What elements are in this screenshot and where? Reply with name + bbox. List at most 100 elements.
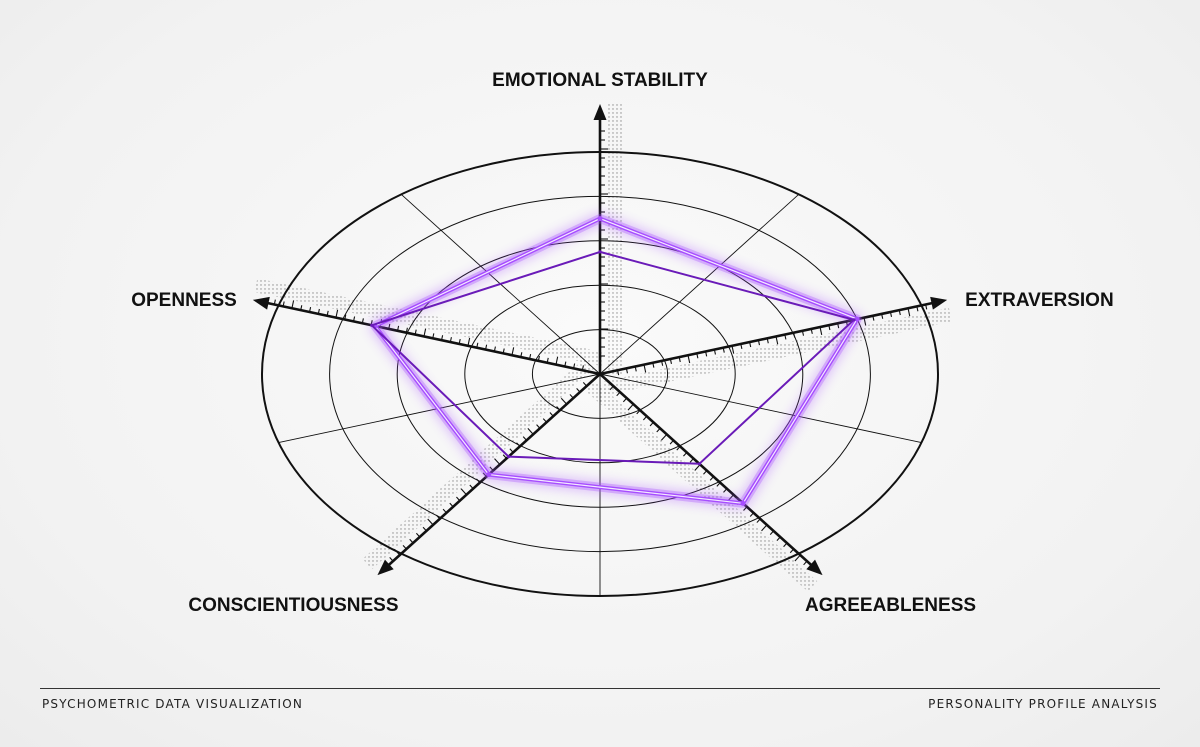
series-1-point-1: [597, 216, 603, 222]
series-1-point-4: [486, 472, 492, 478]
axis-tick: [722, 347, 725, 353]
series-2-point-2: [852, 318, 856, 322]
axis-tick: [582, 381, 588, 387]
axis-tick: [402, 544, 407, 550]
axis-tick: [696, 353, 699, 359]
axis-tick: [335, 309, 339, 318]
axis-tick: [634, 366, 637, 372]
axis-tick: [925, 304, 928, 310]
footer-divider: [40, 688, 1160, 689]
axis-tick: [837, 323, 840, 329]
axis-tick: [723, 488, 728, 493]
axis-tick: [549, 412, 554, 417]
axis-tick: [449, 502, 454, 508]
series-2-point-5: [370, 323, 374, 327]
axis-tick: [467, 337, 471, 346]
axis-tick: [449, 337, 452, 343]
axis-tick: [889, 311, 893, 318]
axis-tick: [803, 560, 808, 566]
axis-tick: [476, 478, 481, 484]
axis-tick: [749, 341, 752, 348]
axis-tick: [625, 368, 628, 374]
axis-tick: [522, 436, 527, 441]
axis-tick: [494, 458, 501, 465]
axis-tick: [489, 466, 494, 471]
axis-tick: [756, 518, 761, 523]
axis-tick: [422, 526, 427, 532]
axis-tick: [769, 530, 774, 536]
axis-tick: [636, 409, 641, 415]
axis-tick: [527, 428, 534, 435]
axis-tick: [546, 357, 549, 363]
axis-tick: [516, 442, 521, 447]
axis-tick: [810, 328, 813, 334]
axis-tick: [743, 506, 748, 511]
axis-tick: [660, 433, 668, 441]
axis-tick: [326, 310, 329, 316]
axis-tick: [609, 385, 614, 391]
axis-tick: [393, 548, 401, 556]
axis-tick: [389, 557, 394, 562]
axis-tick: [819, 326, 823, 335]
axis-tick: [300, 305, 303, 311]
axis-labels: EMOTIONAL STABILITYEXTRAVERSIONAGREEABLE…: [131, 70, 1113, 616]
axis-tick: [801, 330, 805, 336]
axis-tick: [273, 299, 276, 305]
axis-tick: [397, 325, 400, 331]
axis-tick: [555, 356, 559, 365]
axis-tick: [456, 496, 461, 502]
axis-tick: [740, 343, 743, 349]
axis-tick: [388, 323, 391, 330]
grid-spoke-2: [599, 373, 922, 444]
axis-shadow-1: [608, 104, 622, 374]
axis-arrow-3: [806, 559, 823, 576]
axis-tick: [689, 458, 694, 463]
axis-tick: [783, 542, 788, 548]
axis-tick: [509, 448, 514, 453]
axis-tick: [529, 353, 532, 360]
axis-tick: [661, 360, 664, 366]
axis-tick: [713, 349, 717, 355]
axis-tick: [282, 301, 285, 307]
axis-tick: [687, 355, 691, 364]
series-2-point-4: [507, 455, 511, 459]
axis-tick: [716, 482, 721, 487]
axis-tick: [460, 488, 467, 496]
axis-tick: [669, 358, 672, 364]
axis-shadow-2: [601, 307, 952, 396]
axis-tick: [309, 307, 312, 313]
footer-right-caption: PERSONALITY PROFILE ANALYSIS: [928, 697, 1158, 711]
footer-left-caption: PSYCHOMETRIC DATA VISUALIZATION: [42, 697, 304, 711]
axis-tick: [405, 327, 408, 333]
axis-tick: [576, 388, 581, 393]
axis-label-conscientiousness: CONSCIENTIOUSNESS: [188, 595, 398, 616]
axis-tick: [616, 391, 621, 397]
axis-tick: [537, 355, 540, 361]
axis-tick: [560, 397, 568, 405]
axis-tick: [669, 440, 674, 445]
radar-series: [370, 214, 862, 508]
axis-tick: [709, 476, 714, 481]
axis-tick: [458, 338, 461, 345]
axis-tick: [789, 548, 795, 554]
axis-tick: [415, 532, 421, 538]
axis-shadow-5: [254, 278, 605, 367]
axis-tick: [432, 333, 435, 339]
axis-tick: [776, 536, 781, 542]
axis-tick: [643, 364, 647, 373]
axis-tick: [784, 334, 787, 340]
axis-tick: [476, 342, 479, 348]
axis-tick: [916, 306, 919, 312]
axis-label-extraversion: EXTRAVERSION: [965, 290, 1114, 311]
axis-tick: [794, 554, 801, 562]
axis-tick: [898, 310, 901, 316]
series-2-point-3: [697, 462, 701, 466]
grid-spoke-1: [599, 194, 799, 375]
axis-tick: [564, 361, 567, 367]
axis-tick: [569, 394, 574, 399]
axis-line-3: [599, 373, 816, 570]
axis-tick: [502, 348, 505, 354]
axis-tick: [761, 524, 768, 532]
axis-tick: [642, 415, 648, 421]
